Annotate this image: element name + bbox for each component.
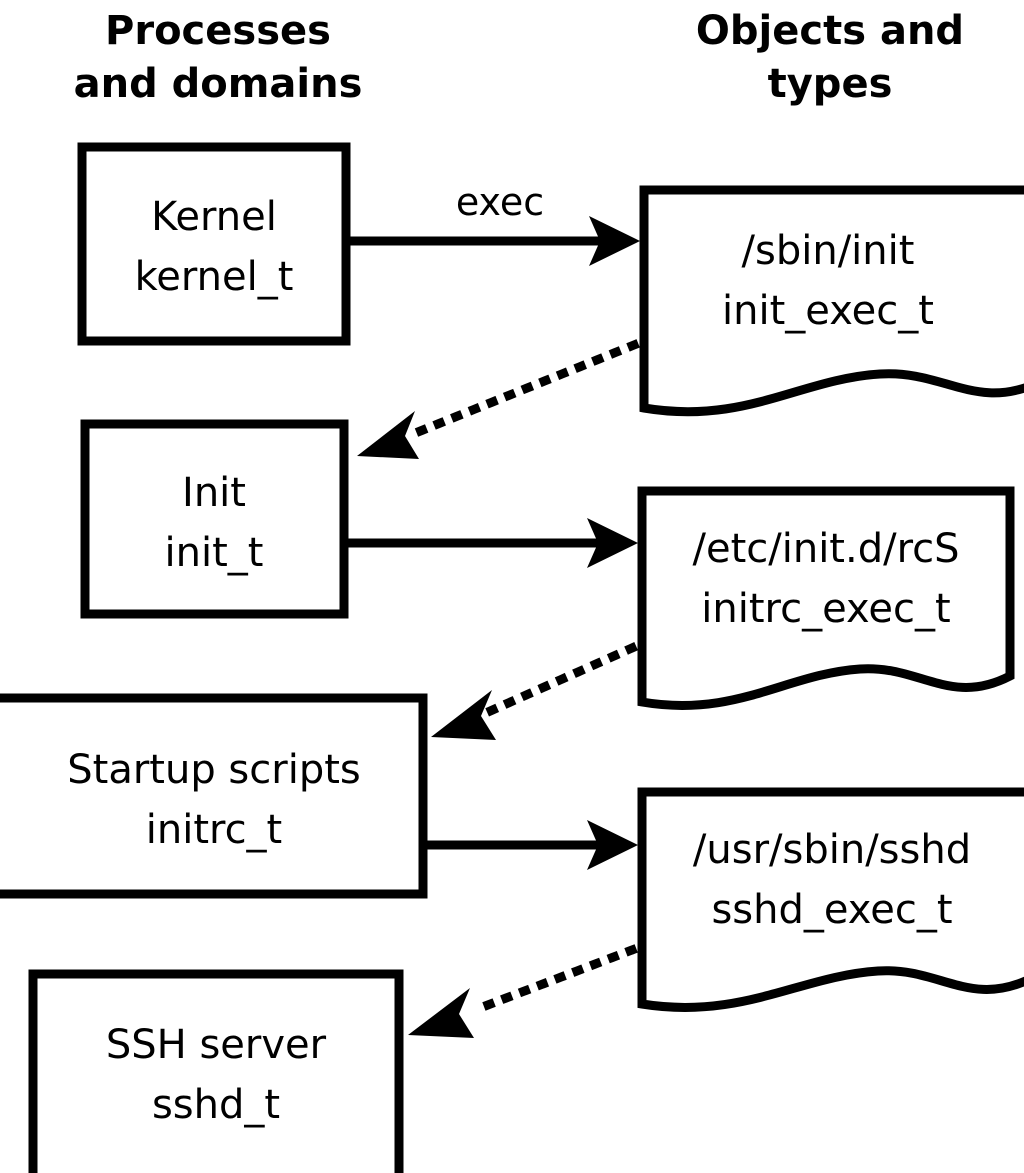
node-init[interactable]: Init init_t (80, 419, 349, 619)
node-startup-scripts-type: initrc_t (146, 807, 283, 853)
node-kernel[interactable]: Kernel kernel_t (77, 142, 351, 346)
edge-kernel-exec-init-exec: exec (350, 180, 640, 266)
node-startup-scripts[interactable]: Startup scripts initrc_t (0, 693, 428, 899)
node-init-exec-path: /sbin/init (742, 228, 915, 274)
arrowhead-left (408, 988, 474, 1038)
edge-initrc-exec-sshd-exec (427, 820, 638, 870)
node-ssh-server[interactable]: SSH server sshd_t (28, 969, 404, 1173)
node-initrc-exec-path: /etc/init.d/rcS (692, 526, 959, 572)
edge-init-exec-initrc-exec (348, 518, 638, 568)
edge-line (482, 642, 638, 718)
edge-line (402, 339, 640, 442)
edge-init-exec-to-init (357, 339, 640, 459)
node-startup-scripts-name: Startup scripts (67, 747, 360, 793)
arrowhead-right (587, 518, 638, 568)
edge-sshd-exec-to-sshd (408, 944, 638, 1038)
node-ssh-server-type: sshd_t (152, 1082, 280, 1128)
node-ssh-server-name: SSH server (106, 1022, 327, 1068)
arrowhead-right (589, 216, 640, 266)
column-header-objects: Objects and types (696, 8, 964, 107)
node-startup-scripts-box[interactable] (0, 693, 428, 899)
edge-label-exec: exec (456, 180, 544, 224)
node-sshd-exec-document-shape[interactable] (637, 787, 1024, 1012)
node-init-exec-type: init_exec_t (722, 288, 934, 334)
node-init-exec-document-shape[interactable] (639, 185, 1024, 417)
node-initrc-exec-document-shape[interactable] (637, 486, 1015, 710)
column-header-processes-line2: and domains (74, 61, 363, 107)
column-header-objects-line1: Objects and (696, 8, 964, 54)
node-init-name: Init (182, 470, 246, 516)
node-sshd-exec-path: /usr/sbin/sshd (693, 827, 971, 873)
node-init-exec[interactable]: /sbin/init init_exec_t (639, 185, 1024, 417)
node-sshd-exec[interactable]: /usr/sbin/sshd sshd_exec_t (637, 787, 1024, 1012)
node-kernel-name: Kernel (151, 194, 277, 240)
column-header-objects-line2: types (768, 61, 893, 107)
node-ssh-server-box[interactable] (28, 969, 404, 1173)
arrowhead-right (587, 820, 638, 870)
arrowhead-left (357, 411, 419, 459)
node-kernel-box[interactable] (77, 142, 351, 346)
node-init-type: init_t (165, 530, 264, 576)
node-initrc-exec[interactable]: /etc/init.d/rcS initrc_exec_t (637, 486, 1015, 710)
column-header-processes: Processes and domains (74, 8, 363, 107)
node-sshd-exec-type: sshd_exec_t (711, 887, 952, 933)
column-header-processes-line1: Processes (105, 8, 331, 54)
edge-line (474, 944, 638, 1014)
edge-initrc-exec-to-initrc (431, 642, 638, 740)
node-initrc-exec-type: initrc_exec_t (701, 586, 950, 632)
arrowhead-left (431, 690, 496, 740)
node-init-box[interactable] (80, 419, 349, 619)
node-kernel-type: kernel_t (135, 254, 294, 300)
